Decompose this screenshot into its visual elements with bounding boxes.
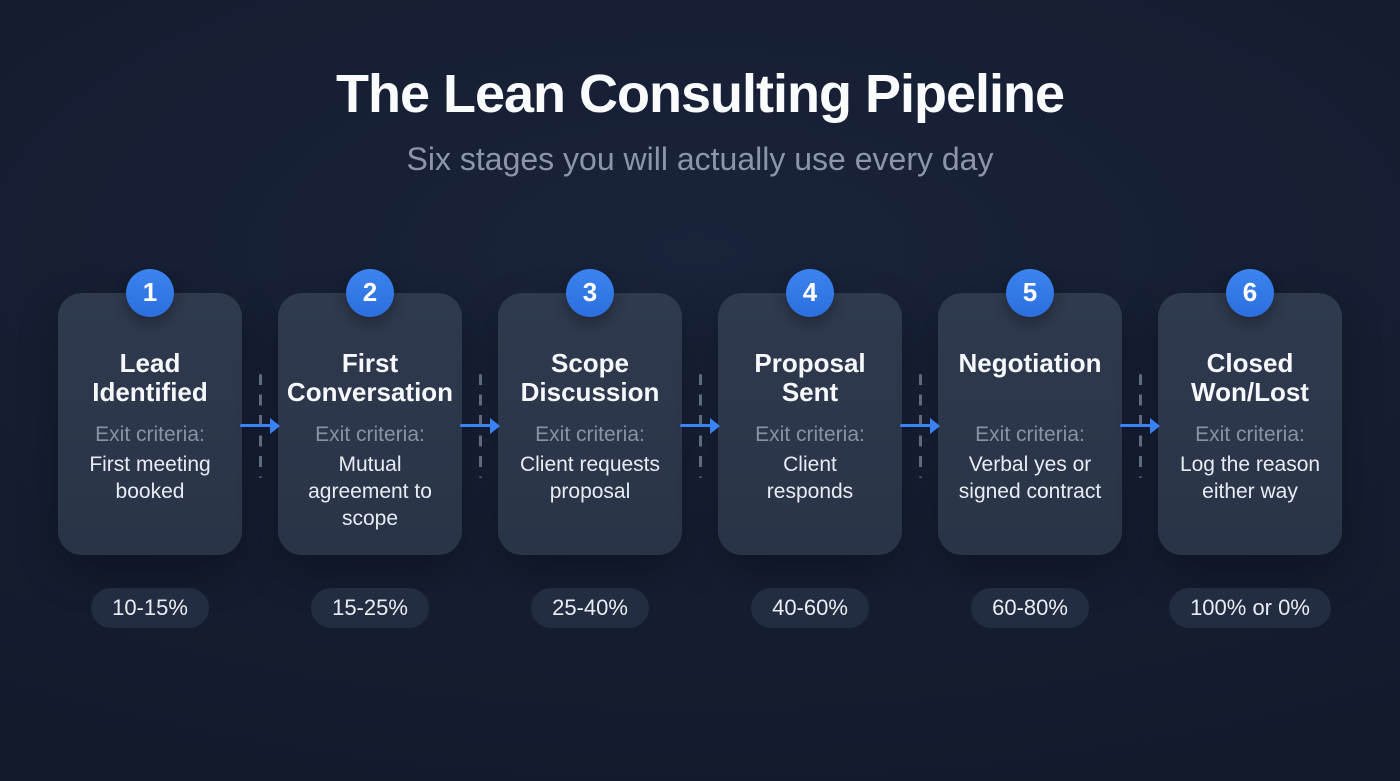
stage-title: Negotiation — [958, 347, 1102, 378]
exit-criteria-text: Client requests proposal — [519, 452, 661, 503]
arrow-right-icon — [240, 417, 280, 434]
page-title: The Lean Consulting Pipeline — [335, 64, 1065, 124]
win-rate-pill: 60-80% — [971, 587, 1089, 628]
stage-card: First Conversation Exit criteria: Mutual… — [278, 292, 462, 555]
exit-criteria-label: Exit criteria: — [975, 422, 1085, 446]
dashed-divider — [1138, 373, 1142, 478]
stage-number-badge: 3 — [566, 268, 614, 317]
exit-criteria-label: Exit criteria: — [755, 422, 865, 446]
stage-number-badge: 5 — [1006, 268, 1054, 317]
connector-2-3 — [460, 269, 500, 529]
exit-criteria-text: Verbal yes or signed contract — [958, 452, 1102, 503]
connector-3-4 — [680, 269, 720, 529]
stage-title: Scope Discussion — [520, 347, 660, 407]
arrow-right-icon — [900, 417, 940, 434]
stage-card: Proposal Sent Exit criteria: Client resp… — [718, 292, 902, 555]
stage-number-badge: 6 — [1226, 268, 1274, 317]
win-rate-pill: 15-25% — [311, 587, 429, 628]
exit-criteria-text: Log the reason either way — [1179, 452, 1321, 503]
dashed-divider — [478, 373, 482, 478]
stage-card: Closed Won/Lost Exit criteria: Log the r… — [1158, 292, 1342, 555]
exit-criteria-label: Exit criteria: — [315, 422, 425, 446]
stage-title: Lead Identified — [92, 347, 208, 407]
dashed-divider — [698, 373, 702, 478]
arrow-shaft — [240, 424, 272, 428]
connector-4-5 — [900, 269, 940, 529]
connector-5-6 — [1120, 269, 1160, 529]
stage-title: Proposal Sent — [754, 347, 866, 407]
exit-criteria-label: Exit criteria: — [535, 422, 645, 446]
stage-card: Negotiation Exit criteria: Verbal yes or… — [938, 292, 1122, 555]
win-rate-pill: 10-15% — [91, 587, 209, 628]
arrow-right-icon — [680, 417, 720, 434]
stage-lead-identified: 1 Lead Identified Exit criteria: First m… — [58, 268, 242, 628]
win-rate-pill: 25-40% — [531, 587, 649, 628]
exit-criteria-label: Exit criteria: — [95, 422, 205, 446]
stage-proposal-sent: 4 Proposal Sent Exit criteria: Client re… — [718, 268, 902, 628]
win-rate-pill: 100% or 0% — [1169, 587, 1331, 628]
stage-negotiation: 5 Negotiation Exit criteria: Verbal yes … — [938, 268, 1122, 628]
arrow-shaft — [680, 424, 712, 428]
exit-criteria-text: First meeting booked — [89, 452, 211, 503]
stage-card: Lead Identified Exit criteria: First mee… — [58, 292, 242, 555]
exit-criteria-text: Client responds — [766, 452, 854, 503]
arrow-right-icon — [460, 417, 500, 434]
dashed-divider — [258, 373, 262, 478]
arrow-shaft — [1120, 424, 1152, 428]
page-subtitle: Six stages you will actually use every d… — [406, 140, 994, 177]
stage-number-badge: 1 — [126, 268, 174, 317]
header: The Lean Consulting Pipeline Six stages … — [0, 0, 1400, 179]
stage-number-badge: 2 — [346, 268, 394, 317]
pipeline-diagram: 1 Lead Identified Exit criteria: First m… — [58, 268, 1342, 628]
arrow-right-icon — [1120, 417, 1160, 434]
stage-number-badge: 4 — [786, 268, 834, 317]
stage-first-conversation: 2 First Conversation Exit criteria: Mutu… — [278, 268, 462, 628]
connector-1-2 — [240, 269, 280, 529]
stage-closed-won-lost: 6 Closed Won/Lost Exit criteria: Log the… — [1158, 268, 1342, 628]
arrow-shaft — [900, 424, 932, 428]
win-rate-pill: 40-60% — [751, 587, 869, 628]
stage-title: Closed Won/Lost — [1191, 347, 1309, 407]
stage-card: Scope Discussion Exit criteria: Client r… — [498, 292, 682, 555]
exit-criteria-label: Exit criteria: — [1195, 422, 1305, 446]
dashed-divider — [918, 373, 922, 478]
exit-criteria-text: Mutual agreement to scope — [308, 452, 432, 530]
stage-scope-discussion: 3 Scope Discussion Exit criteria: Client… — [498, 268, 682, 628]
arrow-shaft — [460, 424, 492, 428]
stage-title: First Conversation — [286, 347, 454, 407]
